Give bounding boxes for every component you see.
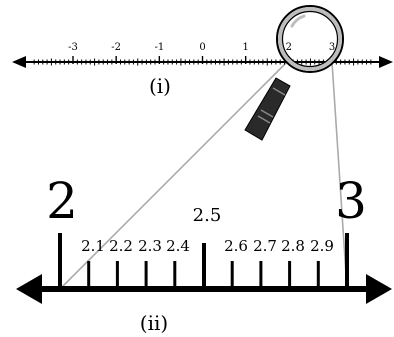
magnifying-glass-icon xyxy=(244,5,344,141)
bottom-right-arrowhead xyxy=(366,274,392,304)
top-tick-label: -3 xyxy=(68,42,78,53)
tenth-label: 2.9 xyxy=(310,237,334,255)
bottom-line-caption: (ii) xyxy=(140,311,168,335)
top-tick-label: -1 xyxy=(154,42,164,53)
top-right-arrowhead xyxy=(379,56,393,68)
bottom-left-arrowhead xyxy=(16,274,42,304)
top-minor-ticks xyxy=(33,58,372,66)
top-tick-label: 3 xyxy=(329,42,335,53)
top-left-arrowhead xyxy=(12,56,26,68)
bottom-start-label: 2 xyxy=(46,172,78,230)
top-number-line: -3 -2 -1 0 1 2 3 (i) xyxy=(12,42,393,98)
magnifier-rim xyxy=(278,7,342,71)
tenth-label: 2.7 xyxy=(253,237,277,255)
tenth-label: 2.1 xyxy=(81,237,105,255)
magnifier-glint xyxy=(290,14,306,28)
top-tick-label: 1 xyxy=(242,42,248,53)
zoom-line-right xyxy=(331,61,348,290)
tenth-label: 2.2 xyxy=(109,237,133,255)
top-major-ticks: -3 -2 -1 0 1 2 3 xyxy=(68,42,335,64)
tenth-label: 2.3 xyxy=(138,237,162,255)
magnifier-handle xyxy=(244,77,291,141)
tenth-label: 2.6 xyxy=(224,237,248,255)
top-tick-label: 2 xyxy=(286,42,292,53)
tenth-label: 2.8 xyxy=(281,237,305,255)
top-line-caption: (i) xyxy=(149,74,171,98)
top-tick-label: -2 xyxy=(111,42,121,53)
magnifier-lens xyxy=(276,5,344,73)
zoom-line-left xyxy=(59,61,288,290)
bottom-number-line: 2 3 2.5 2.1 2.2 2.3 2.4 2.6 2.7 2.8 2.9 … xyxy=(16,172,392,335)
bottom-mid-label: 2.5 xyxy=(193,205,222,226)
bottom-tenth-ticks xyxy=(87,261,320,289)
top-tick-label: 0 xyxy=(199,42,205,53)
tenth-label: 2.4 xyxy=(166,237,190,255)
bottom-end-label: 3 xyxy=(335,172,367,230)
zoom-guide-lines xyxy=(59,61,348,290)
